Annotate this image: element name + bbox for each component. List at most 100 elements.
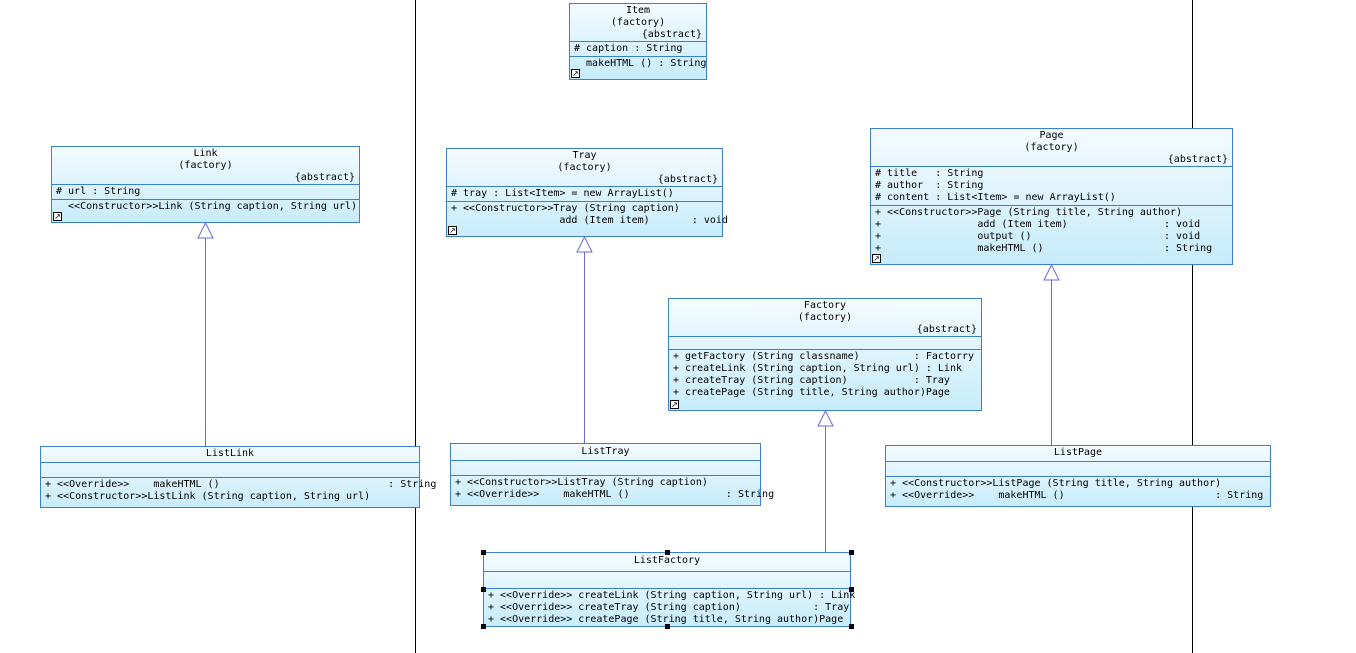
class-header: Factory (factory) {abstract} <box>669 299 981 336</box>
attribute-row: # author : String <box>875 180 984 191</box>
class-page[interactable]: Page (factory) {abstract} # title : Stri… <box>870 128 1233 265</box>
class-name: Page <box>1039 130 1064 141</box>
class-link[interactable]: Link (factory) {abstract} # url : String… <box>51 146 360 223</box>
class-header: Page (factory) {abstract} <box>871 129 1232 166</box>
class-item[interactable]: Item (factory) {abstract} # caption : St… <box>569 3 707 80</box>
operation-row: add (Item item) : void <box>451 215 728 226</box>
attributes-compartment <box>669 336 981 349</box>
class-header: ListFactory <box>484 553 850 571</box>
class-tray[interactable]: Tray (factory) {abstract} # tray : List<… <box>446 148 728 237</box>
attributes-compartment: # title : String # author : String # con… <box>871 166 1232 205</box>
abstract-marker: {abstract} <box>294 172 355 183</box>
abstract-marker: {abstract} <box>641 29 702 40</box>
operation-row: + <<Override>> createTray (String captio… <box>488 602 850 613</box>
operation-row: + <<Override>> makeHTML () : String <box>455 489 775 500</box>
class-header: ListLink <box>41 447 419 462</box>
operations-compartment: makeHTML () : String <box>570 56 706 71</box>
operations-compartment: + <<Constructor>>ListTray (String captio… <box>451 475 775 502</box>
class-listtray[interactable]: ListTray + <<Constructor>>ListTray (Stri… <box>450 443 775 506</box>
attributes-compartment <box>886 461 1270 476</box>
attributes-compartment <box>41 462 419 477</box>
operation-row: + output () : void <box>875 231 1201 242</box>
class-header: Link (factory) {abstract} <box>52 147 359 184</box>
shortcut-arrow-icon: ↗ <box>872 254 881 263</box>
operation-row: + <<Constructor>>ListTray (String captio… <box>455 477 708 488</box>
class-header: Item (factory) {abstract} <box>570 4 706 41</box>
attribute-row: # title : String <box>875 168 984 179</box>
operation-row: + createPage (String title, String autho… <box>673 387 950 398</box>
class-name: Tray <box>572 150 597 161</box>
factory-generalization-arrowhead <box>817 409 834 427</box>
operation-row: <<Constructor>>Link (String caption, Str… <box>56 201 358 212</box>
page-generalization-arrowhead <box>1043 263 1060 281</box>
operation-row: + <<Override>> makeHTML () : String <box>45 479 437 490</box>
resize-handle-top-left[interactable] <box>481 550 486 555</box>
class-header: Tray (factory) {abstract} <box>447 149 722 186</box>
link-generalization-arrowhead <box>197 221 214 239</box>
class-package: (factory) <box>178 160 233 171</box>
operation-row: + createLink (String caption, String url… <box>673 363 962 374</box>
shortcut-arrow-icon: ↗ <box>670 400 679 409</box>
abstract-marker: {abstract} <box>1167 154 1228 165</box>
attributes-compartment <box>451 460 760 475</box>
operation-row: + <<Constructor>>Page (String title, Str… <box>875 207 1183 218</box>
attribute-row: # tray : List<Item> = new ArrayList() <box>451 188 674 199</box>
class-listfactory[interactable]: ListFactory + <<Override>> createLink (S… <box>483 552 856 627</box>
attributes-compartment: # tray : List<Item> = new ArrayList() <box>447 186 722 201</box>
operations-compartment: + <<Constructor>>Tray (String caption) a… <box>447 201 728 228</box>
resize-handle-bottom-left[interactable] <box>481 624 486 629</box>
operation-row: + <<Constructor>>Tray (String caption) <box>451 203 680 214</box>
class-name: ListPage <box>1053 447 1103 458</box>
swimlane-divider-right <box>1192 0 1193 653</box>
resize-handle-middle-left[interactable] <box>481 587 486 592</box>
class-package: (factory) <box>797 312 853 323</box>
operation-row: + createTray (String caption) : Tray <box>673 375 950 386</box>
attributes-compartment: # url : String <box>52 184 359 199</box>
class-header: ListTray <box>451 444 760 460</box>
resize-handle-top-center[interactable] <box>665 550 670 555</box>
resize-handle-top-right[interactable] <box>849 550 854 555</box>
operation-row: + <<Override>> createLink (String captio… <box>488 590 856 601</box>
swimlane-divider-left <box>415 0 416 653</box>
abstract-marker: {abstract} <box>916 324 977 335</box>
class-header: ListPage <box>886 446 1270 461</box>
attribute-row: # caption : String <box>574 43 683 54</box>
abstract-marker: {abstract} <box>657 174 718 185</box>
class-name: Item <box>625 5 651 16</box>
resize-handle-bottom-right[interactable] <box>849 624 854 629</box>
attribute-row: # url : String <box>56 186 141 197</box>
operation-row: + <<Override>> makeHTML () : String <box>890 490 1264 501</box>
operations-compartment: + <<Override>> makeHTML () : String + <<… <box>41 477 437 504</box>
class-name: Factory <box>803 300 847 311</box>
resize-handle-bottom-center[interactable] <box>665 624 670 629</box>
operation-row: makeHTML () : String <box>574 58 707 69</box>
operation-row: + <<Override>> createPage (String title,… <box>488 614 844 625</box>
resize-handle-middle-right[interactable] <box>849 587 854 592</box>
operations-compartment: + <<Constructor>>ListPage (String title,… <box>886 476 1270 503</box>
class-name: ListFactory <box>633 555 701 566</box>
operations-compartment: + <<Override>> createLink (String captio… <box>484 588 856 627</box>
class-package: (factory) <box>610 17 666 28</box>
operations-compartment: + getFactory (String classname) : Factor… <box>669 349 981 400</box>
class-name: ListLink <box>205 448 255 459</box>
class-factory[interactable]: Factory (factory) {abstract} + getFactor… <box>668 298 982 411</box>
operation-row: + <<Constructor>>ListPage (String title,… <box>890 478 1222 489</box>
operation-row: + <<Constructor>>ListLink (String captio… <box>45 491 371 502</box>
attributes-compartment: # caption : String <box>570 41 706 56</box>
attribute-row: # content : List<Item> = new ArrayList() <box>875 192 1116 203</box>
class-name: Link <box>193 148 218 159</box>
class-listlink[interactable]: ListLink + <<Override>> makeHTML () : St… <box>40 446 437 508</box>
class-listpage[interactable]: ListPage + <<Constructor>>ListPage (Stri… <box>885 445 1271 507</box>
operation-row: + getFactory (String classname) : Factor… <box>673 351 975 362</box>
tray-generalization-arrowhead <box>576 235 593 253</box>
operations-compartment: + <<Constructor>>Page (String title, Str… <box>871 205 1232 256</box>
class-name: ListTray <box>581 446 630 457</box>
operation-row: + add (Item item) : void <box>875 219 1201 230</box>
shortcut-arrow-icon: ↗ <box>448 226 457 235</box>
operations-compartment: <<Constructor>>Link (String caption, Str… <box>52 199 359 214</box>
attributes-compartment <box>484 571 850 588</box>
shortcut-arrow-icon: ↗ <box>53 212 62 221</box>
class-package: (factory) <box>557 162 612 173</box>
operation-row: + makeHTML () : String <box>875 243 1213 254</box>
